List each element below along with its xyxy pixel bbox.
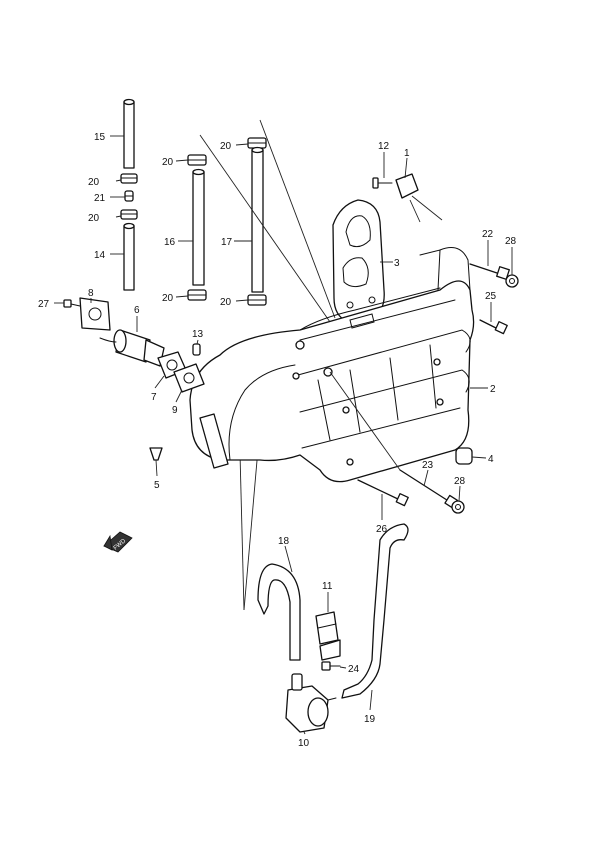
callout-24: 24 [348,664,360,675]
callout-1: 1 [404,148,410,159]
callout-labels: 15 20 21 20 14 20 16 20 20 17 20 12 1 3 … [38,132,517,749]
clamp-20-f [247,294,267,306]
pin-13 [192,343,201,356]
hose-18 [257,563,301,661]
callout-22: 22 [482,229,494,240]
bolt-22 [469,263,510,280]
bolt-25 [479,319,508,335]
clamp-20-b [120,209,138,220]
mount-1 [395,173,419,199]
callout-20: 20 [162,157,174,168]
callout-28: 28 [505,236,517,247]
callout-17: 17 [221,237,233,248]
nut-28-b [451,500,465,514]
hose-14 [123,222,135,291]
screw-27 [63,299,81,308]
callout-21: 21 [94,193,106,204]
callout-16: 16 [164,237,176,248]
callout-8: 8 [88,288,94,299]
clamp-20-a [120,173,138,184]
bolt-23 [399,469,459,509]
gasket-3 [332,199,385,323]
callout-20: 20 [220,297,232,308]
plate-9 [173,363,205,393]
hose-16 [192,168,205,286]
hose-19 [341,523,409,699]
sensor-6 [99,329,165,367]
callout-20: 20 [220,141,232,152]
callout-6: 6 [134,305,140,316]
callout-10: 10 [298,738,310,749]
callout-28: 28 [454,476,466,487]
fwd-arrow-icon: FWD [103,531,133,553]
callout-18: 18 [278,536,290,547]
callout-4: 4 [488,454,494,465]
nut-28-a [505,274,519,288]
cap-4 [455,447,473,465]
manifold-2 [189,247,475,483]
filter-10 [285,673,337,733]
callout-20: 20 [88,177,100,188]
bolt-12 [372,177,393,189]
bracket-8 [79,297,111,331]
callout-20: 20 [88,213,100,224]
hose-17 [251,146,264,293]
callout-2: 2 [490,384,496,395]
leader-lines [54,135,513,735]
callout-12: 12 [378,141,390,152]
hose-15 [123,98,135,169]
callout-9: 9 [172,405,178,416]
screw-24 [321,661,341,671]
clamp-20-c [187,154,207,166]
callout-11: 11 [322,581,333,592]
plug-5 [149,447,163,461]
callout-3: 3 [394,258,400,269]
callout-7: 7 [151,392,157,403]
callout-19: 19 [364,714,376,725]
clamp-11 [315,611,341,661]
callout-15: 15 [94,132,106,143]
bolt-26 [357,479,409,507]
callout-26: 26 [376,524,388,535]
joint-21 [124,190,134,202]
callout-13: 13 [192,329,204,340]
clamp-20-e [247,137,267,149]
clamp-20-d [187,289,207,301]
callout-5: 5 [154,480,160,491]
callout-23: 23 [422,460,434,471]
callout-25: 25 [485,291,497,302]
callout-20: 20 [162,293,174,304]
callout-14: 14 [94,250,106,261]
callout-27: 27 [38,299,50,310]
